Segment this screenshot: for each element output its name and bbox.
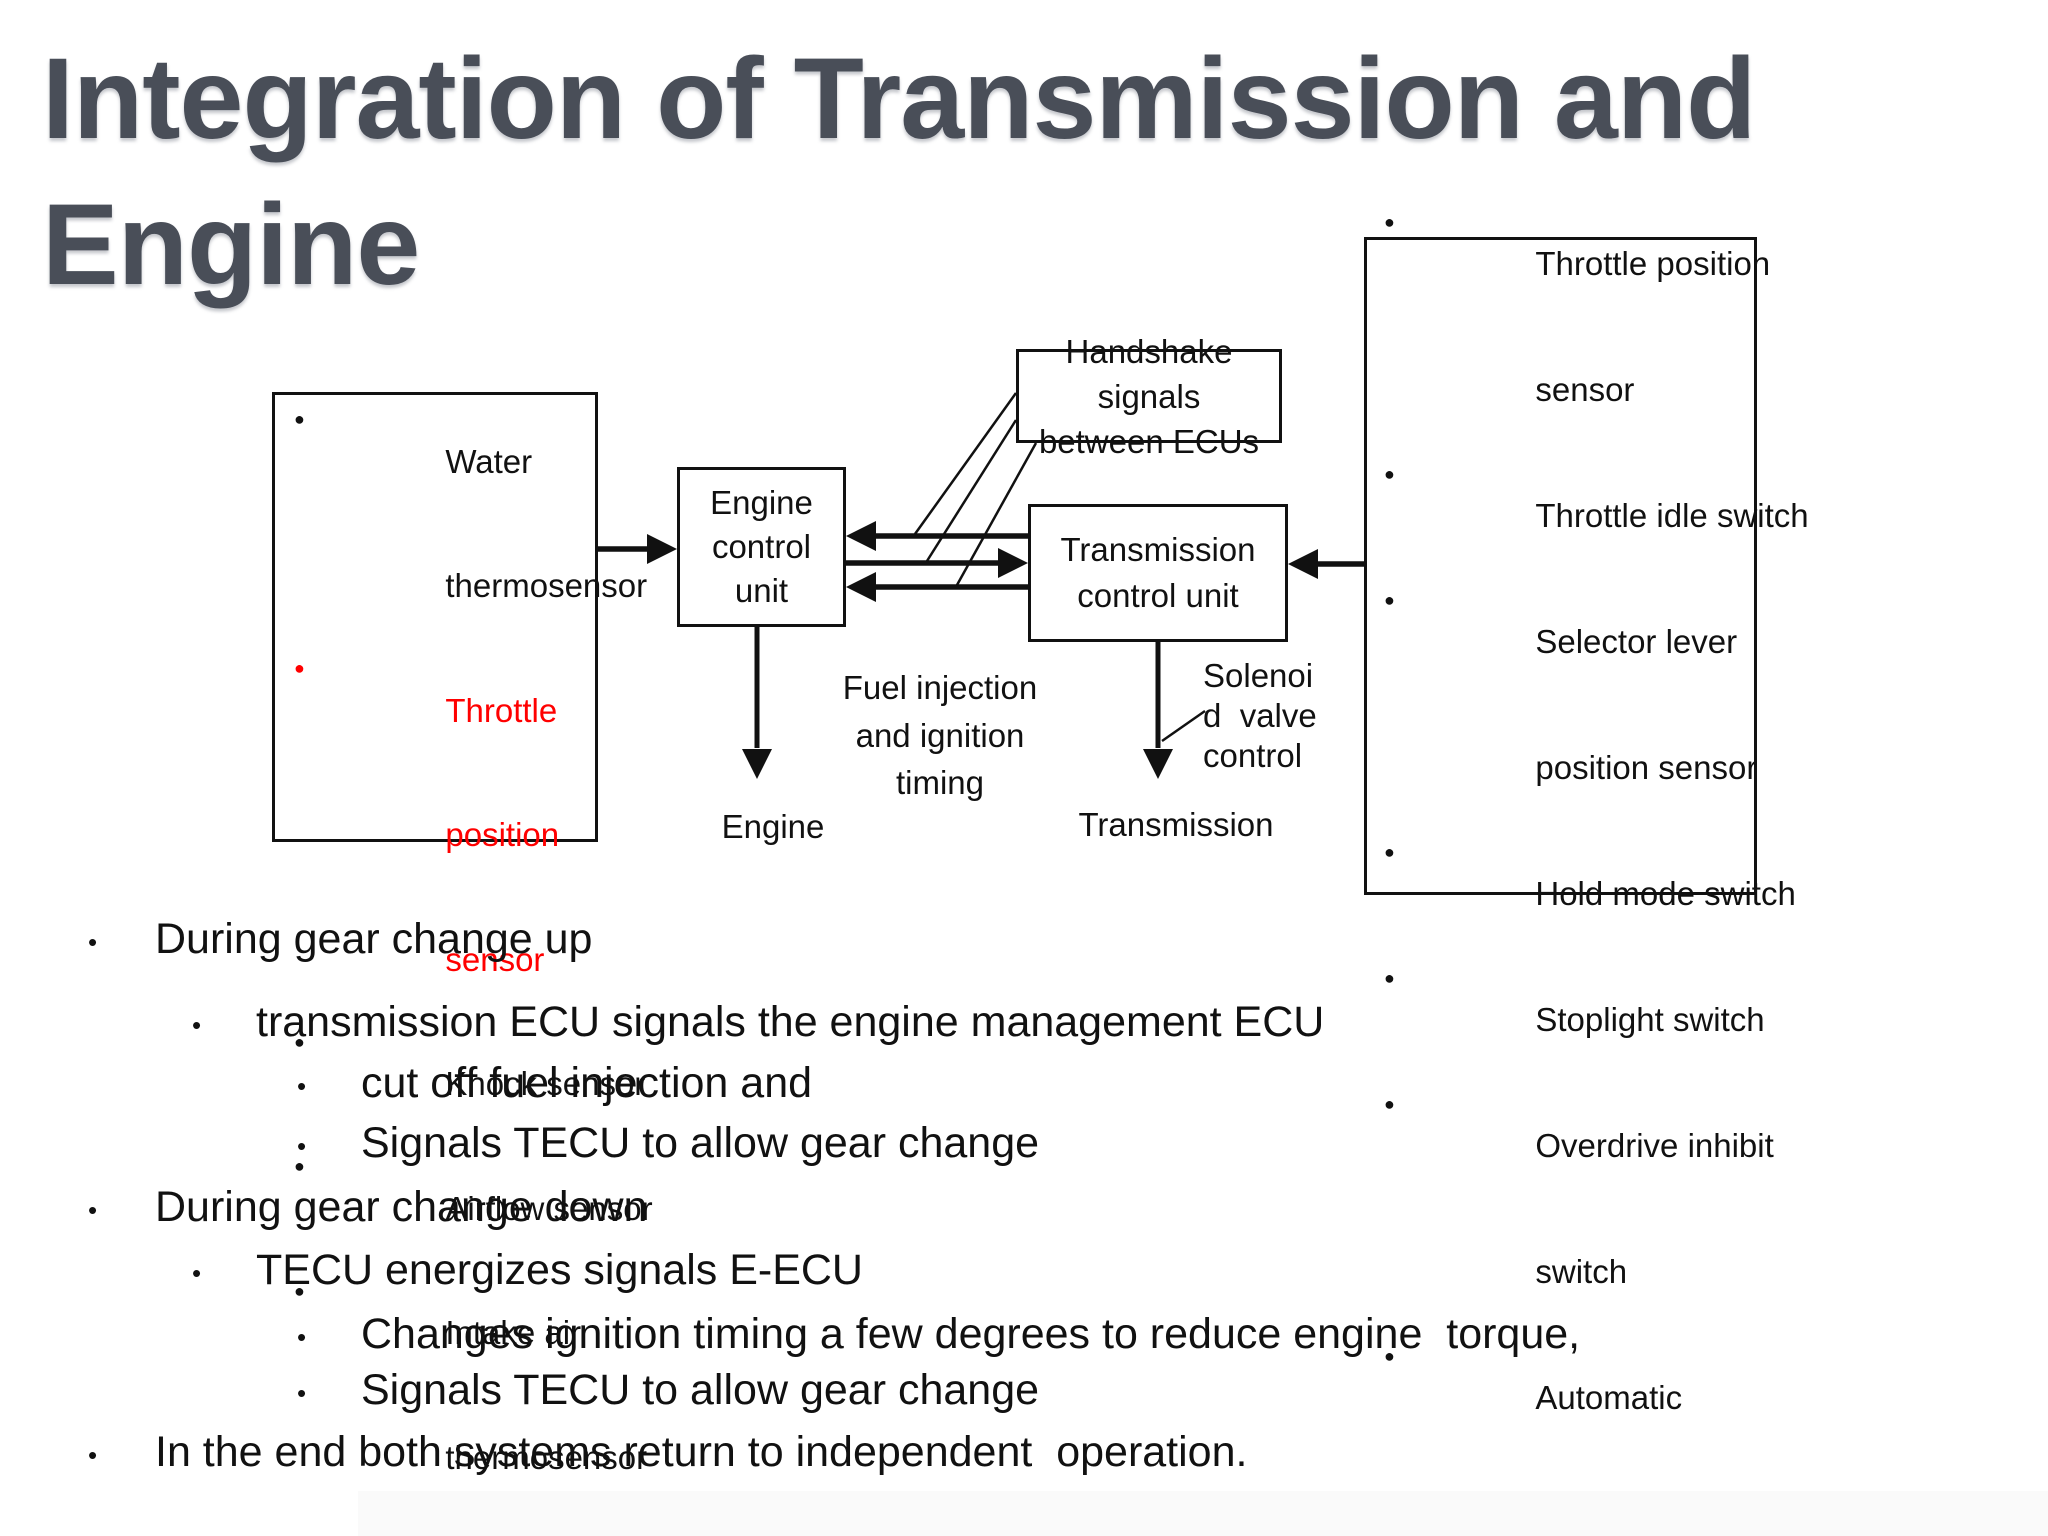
sensor-list-text: Selector lever xyxy=(1535,623,1738,660)
sensor-list-text: Throttle idle switch xyxy=(1535,497,1809,534)
fuel-injection-label: Fuel injection and ignition timing xyxy=(842,669,1038,801)
sensor-list-text: Stoplight switch xyxy=(1535,1001,1765,1038)
bullet-icon: • xyxy=(297,1131,307,1161)
sensor-list-text: sensor xyxy=(1535,371,1635,408)
solenoid-pointer-line xyxy=(1161,709,1206,743)
handshake-callout-line xyxy=(913,392,1018,535)
transmission-control-unit-box: Transmission control unit xyxy=(1028,504,1288,642)
sensor-list-line: ● Throttle position xyxy=(1364,201,1770,327)
bullet-icon: ● xyxy=(1384,212,1395,232)
bullet-icon: • xyxy=(88,1440,98,1470)
sensor-list-line: ● Water xyxy=(272,399,602,524)
sensor-list-line: ● Knock sensor xyxy=(272,1022,645,1147)
sensor-list-line: sensor xyxy=(272,897,602,1022)
engine-label: Engine xyxy=(721,808,825,845)
bullet-line: •TECU energizes signals E-ECU xyxy=(192,1246,863,1297)
bullet-line: •In the end both systems return to indep… xyxy=(88,1428,1247,1479)
handshake-callout-line xyxy=(925,419,1018,562)
bullet-icon: ● xyxy=(294,409,305,429)
arrowhead-down-icon xyxy=(1143,749,1173,779)
slide-title: Integration of Transmission and Engine xyxy=(42,35,1756,309)
sensor-list-text: Throttle xyxy=(445,691,558,729)
bullet-icon: ● xyxy=(294,1520,305,1536)
arrowhead-left-icon xyxy=(1288,549,1318,579)
handshake-signals-box: Handshake signals between ECUs xyxy=(1016,333,1282,460)
bullet-line: •During gear change up xyxy=(88,915,592,966)
sensor-list-line: position sensor xyxy=(1364,705,1764,831)
bullet-line: •Changes ignition timing a few degrees t… xyxy=(297,1310,1580,1361)
sensor-list-line: switch xyxy=(1364,1209,1764,1335)
solenoid-valve-label: Solenoi d valve control xyxy=(1203,657,1317,774)
bullet-icon: • xyxy=(297,1071,307,1101)
sensor-list-line: ● Stoplight switch xyxy=(1364,957,1765,1083)
sensor-list-line: ● Hold mode switch xyxy=(1364,831,1796,957)
sensor-list-line: position xyxy=(272,773,602,898)
transmission-sensor-box xyxy=(1364,237,1757,895)
sensor-list-text: sensor xyxy=(445,940,545,978)
sensor-list-line: ● Intake air xyxy=(272,1271,602,1396)
bullet-line: •During gear change down xyxy=(88,1183,647,1234)
arrowhead-left-icon xyxy=(846,572,876,602)
bullet-icon: ● xyxy=(1384,590,1395,610)
bullet-icon: ● xyxy=(1384,1346,1395,1366)
sensor-list-text: thermosensor xyxy=(445,567,648,604)
sensor-list-text: thermosensor xyxy=(445,1438,648,1476)
sensor-list-text: Throttle position xyxy=(1535,245,1771,282)
sensor-list-text: position sensor xyxy=(1535,749,1758,786)
transmission-label: Transmission xyxy=(1078,806,1274,843)
bullet-icon: ● xyxy=(294,658,305,678)
sensor-list-text: Water xyxy=(445,442,533,480)
sensor-list-text: Airflow sensor xyxy=(445,1189,653,1227)
bullet-icon: ● xyxy=(294,1031,305,1052)
bullet-icon: ● xyxy=(1384,464,1395,484)
bullet-icon: • xyxy=(297,1322,307,1352)
sensor-list-text: Hold mode switch xyxy=(1535,875,1796,912)
sensor-list-line: ● Throttle xyxy=(272,648,602,773)
arrowhead-down-icon xyxy=(742,749,772,779)
sensor-list-line: sensor xyxy=(1364,327,1764,453)
arrowhead-right-icon xyxy=(998,548,1028,578)
sensor-list-text: Knock sensor xyxy=(445,1065,646,1102)
sensor-list-line: ● Selector lever xyxy=(1364,579,1764,705)
bullet-icon: • xyxy=(88,927,98,957)
engine-control-unit-box: Engine control unit xyxy=(677,467,846,627)
bullet-line: •Signals TECU to allow gear change xyxy=(297,1366,1039,1417)
bullet-icon: ● xyxy=(1384,1094,1395,1114)
bullet-line: •Signals TECU to allow gear change xyxy=(297,1119,1039,1170)
sensor-list-line: ●Engine r.p.m. xyxy=(272,1520,602,1536)
footer-strip xyxy=(358,1491,2048,1536)
sensor-list-text: position xyxy=(445,816,560,853)
bullet-line: •transmission ECU signals the engine man… xyxy=(192,998,1324,1049)
sensor-list-line: ● Overdrive inhibit xyxy=(1364,1083,1774,1209)
sensor-list-text: Intake air xyxy=(445,1314,582,1351)
bullet-icon: • xyxy=(192,1010,202,1040)
sensor-list-text: switch xyxy=(1535,1253,1628,1290)
arrowhead-left-icon xyxy=(846,521,876,551)
sensor-list-line: ● Airflow sensor xyxy=(272,1146,653,1271)
bullet-icon: ● xyxy=(1384,968,1395,988)
handshake-callout-line xyxy=(955,442,1038,586)
bullet-icon: ● xyxy=(294,1156,305,1176)
sensor-list-line: ● Throttle idle switch xyxy=(1364,453,1809,579)
sensor-list-line: thermosensor xyxy=(272,524,647,649)
bullet-icon: • xyxy=(297,1378,307,1408)
bullet-icon: ● xyxy=(1384,842,1395,862)
bullet-icon: • xyxy=(192,1258,202,1288)
engine-sensor-box xyxy=(272,392,598,842)
bullet-icon: • xyxy=(88,1195,98,1225)
sensor-list-text: Automatic xyxy=(1535,1379,1683,1416)
bullet-icon: ● xyxy=(294,1280,305,1301)
arrowhead-right-icon xyxy=(647,534,677,564)
sensor-list-line: ● Automatic xyxy=(1364,1335,1764,1461)
engine-sensor-list: ● Water thermosensor ● Throttle position s… xyxy=(272,399,653,1536)
bullet-line: •cut off fuel injection and xyxy=(297,1059,812,1110)
sensor-list-line: thermosensor xyxy=(272,1395,647,1520)
sensor-list-text: Overdrive inhibit xyxy=(1535,1127,1774,1164)
